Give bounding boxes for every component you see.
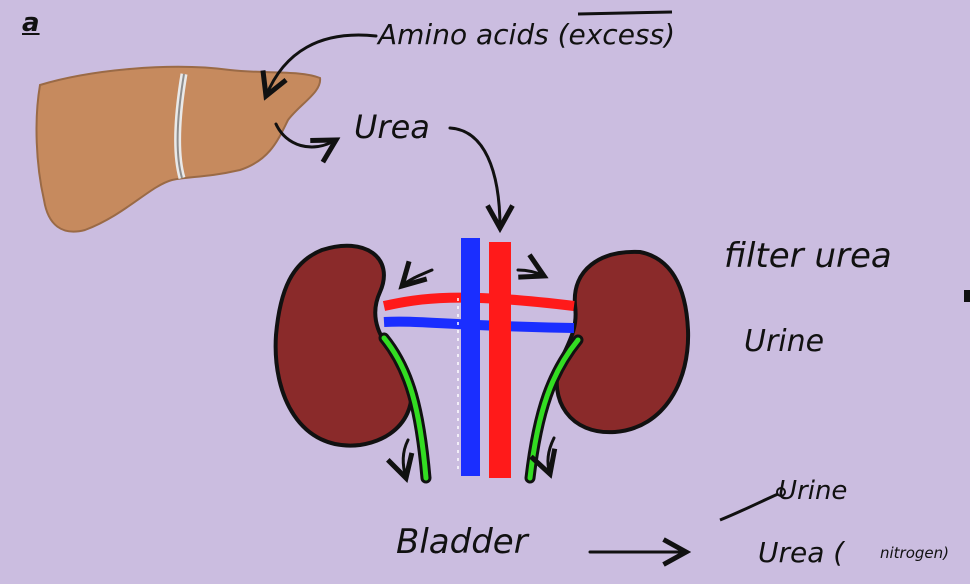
urine-pointer-line [720,494,778,520]
urine-label: Urine [744,324,824,359]
urea-label: Urea [354,108,430,146]
excess-overline [578,12,672,14]
filter-urea-label: filter urea [724,236,892,276]
edge-mark [964,290,970,302]
liver-illustration [37,67,321,232]
urea-output-label: Urea ( [758,536,844,569]
nitrogen-label: nitrogen) [880,544,949,562]
vena-cava [461,238,480,476]
aorta [489,242,511,478]
amino-acids-label: Amino acids (excess) [378,18,675,51]
urine-output-label: Urine [778,476,847,506]
part-label: a [22,8,40,38]
bladder-label: Bladder [396,522,528,562]
